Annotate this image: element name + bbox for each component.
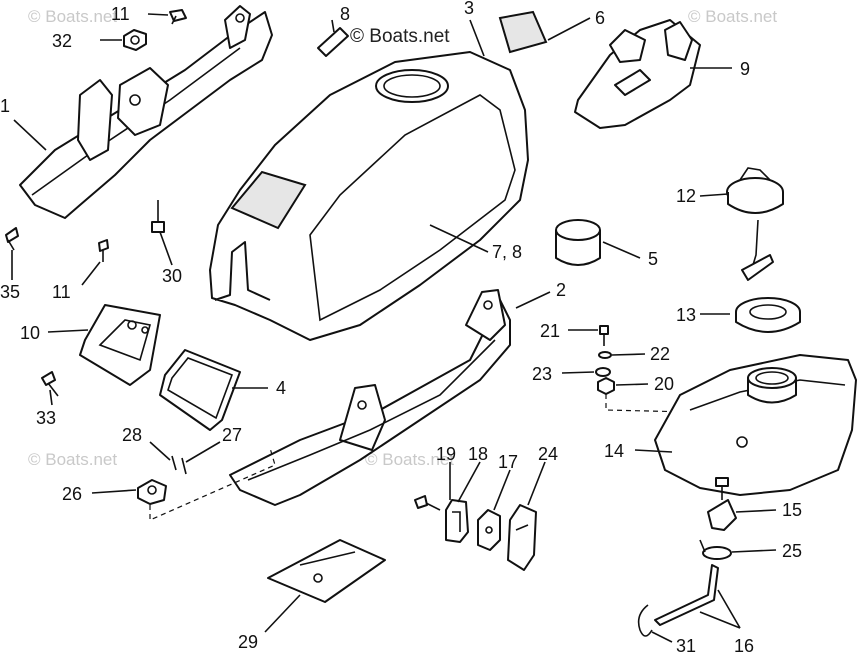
callout-17: 17: [498, 452, 518, 472]
callout-21: 21: [540, 321, 560, 341]
callout-31: 31: [676, 636, 696, 654]
callout-25: 25: [782, 541, 802, 561]
callout-5: 5: [648, 249, 658, 269]
leader-lines: [11, 13, 777, 643]
part-gasket-4: [159, 349, 241, 431]
callout-8: 8: [340, 4, 350, 24]
part-bracket-10: [79, 304, 161, 386]
part-screw-11b: [98, 239, 109, 262]
callout-1: 1: [0, 96, 10, 116]
part-washer-22: [598, 351, 612, 359]
callout-12: 12: [676, 186, 696, 206]
part-lower-cover-right: [229, 289, 511, 506]
callout-2: 2: [556, 280, 566, 300]
part-screw-30: [151, 200, 165, 233]
callout-18: 18: [468, 444, 488, 464]
callout-30: 30: [162, 266, 182, 286]
callout-22: 22: [650, 344, 670, 364]
callout-14: 14: [604, 441, 624, 461]
part-plate-6: [498, 10, 548, 54]
part-fuel-cap-12: [726, 167, 784, 281]
callout-20: 20: [654, 374, 674, 394]
callout-15: 15: [782, 500, 802, 520]
part-clamp-25: [699, 539, 732, 560]
part-lower-cover-left: [19, 5, 273, 219]
part-sleeve-8: [317, 27, 349, 57]
callout-11: 11: [111, 4, 130, 24]
part-screw-19: [414, 495, 441, 511]
callout-19: 19: [436, 444, 456, 464]
part-motor-cover-3: [209, 51, 529, 341]
part-screw-21: [599, 325, 609, 346]
callout-29: 29: [238, 632, 258, 652]
part-screw-35: [5, 227, 19, 251]
watermark-mid-left: © Boats.net: [28, 450, 117, 469]
callout-33: 33: [36, 408, 56, 428]
part-screw-11: [169, 9, 187, 25]
part-nut-20: [597, 377, 615, 395]
part-ring-13: [735, 297, 801, 333]
callout-9: 9: [740, 59, 750, 79]
watermark-mid-center: © Boats.net: [365, 450, 454, 469]
part-fuel-tank-14: [654, 354, 857, 496]
part-plate-18: [445, 499, 469, 543]
callout-10: 10: [20, 323, 40, 343]
part-clip-31: [637, 604, 653, 637]
callout-28: 28: [122, 425, 142, 445]
part-pad-24: [507, 504, 537, 571]
part-washer-23: [595, 367, 611, 377]
callout-11-lower: 11: [52, 282, 71, 302]
part-valve-15: [707, 477, 737, 531]
part-nut-32: [123, 29, 147, 51]
part-plate-29: [267, 539, 386, 603]
part-cylinder-5: [555, 219, 601, 266]
callout-27: 27: [222, 425, 242, 445]
part-clip-27: [181, 457, 187, 475]
watermark-top-right: © Boats.net: [688, 7, 777, 26]
watermark-brand: © Boats.net: [350, 26, 450, 47]
callout-6: 6: [595, 8, 605, 28]
part-fitting-26: [137, 479, 167, 505]
callout-23: 23: [532, 364, 552, 384]
callout-35: 35: [0, 282, 20, 302]
callout-4: 4: [276, 378, 286, 398]
callout-7-8: 7, 8: [492, 242, 522, 262]
callout-labels: 11 32 8 3 6 9 1 12 35 11 30 7, 8 5 2 13 …: [0, 0, 802, 654]
callout-26: 26: [62, 484, 82, 504]
callout-32: 32: [52, 31, 72, 51]
part-block-17: [477, 509, 501, 551]
callout-16: 16: [734, 636, 754, 654]
callout-3: 3: [464, 0, 474, 18]
part-screw-33: [41, 371, 59, 397]
callout-24: 24: [538, 444, 558, 464]
part-bracket-9: [574, 19, 701, 129]
fitting-dashed-guide: [149, 447, 276, 521]
part-hose-16: [654, 564, 719, 626]
callout-13: 13: [676, 305, 696, 325]
part-pin-28: [171, 455, 177, 471]
watermark-top-left: © Boats.net: [28, 7, 117, 26]
